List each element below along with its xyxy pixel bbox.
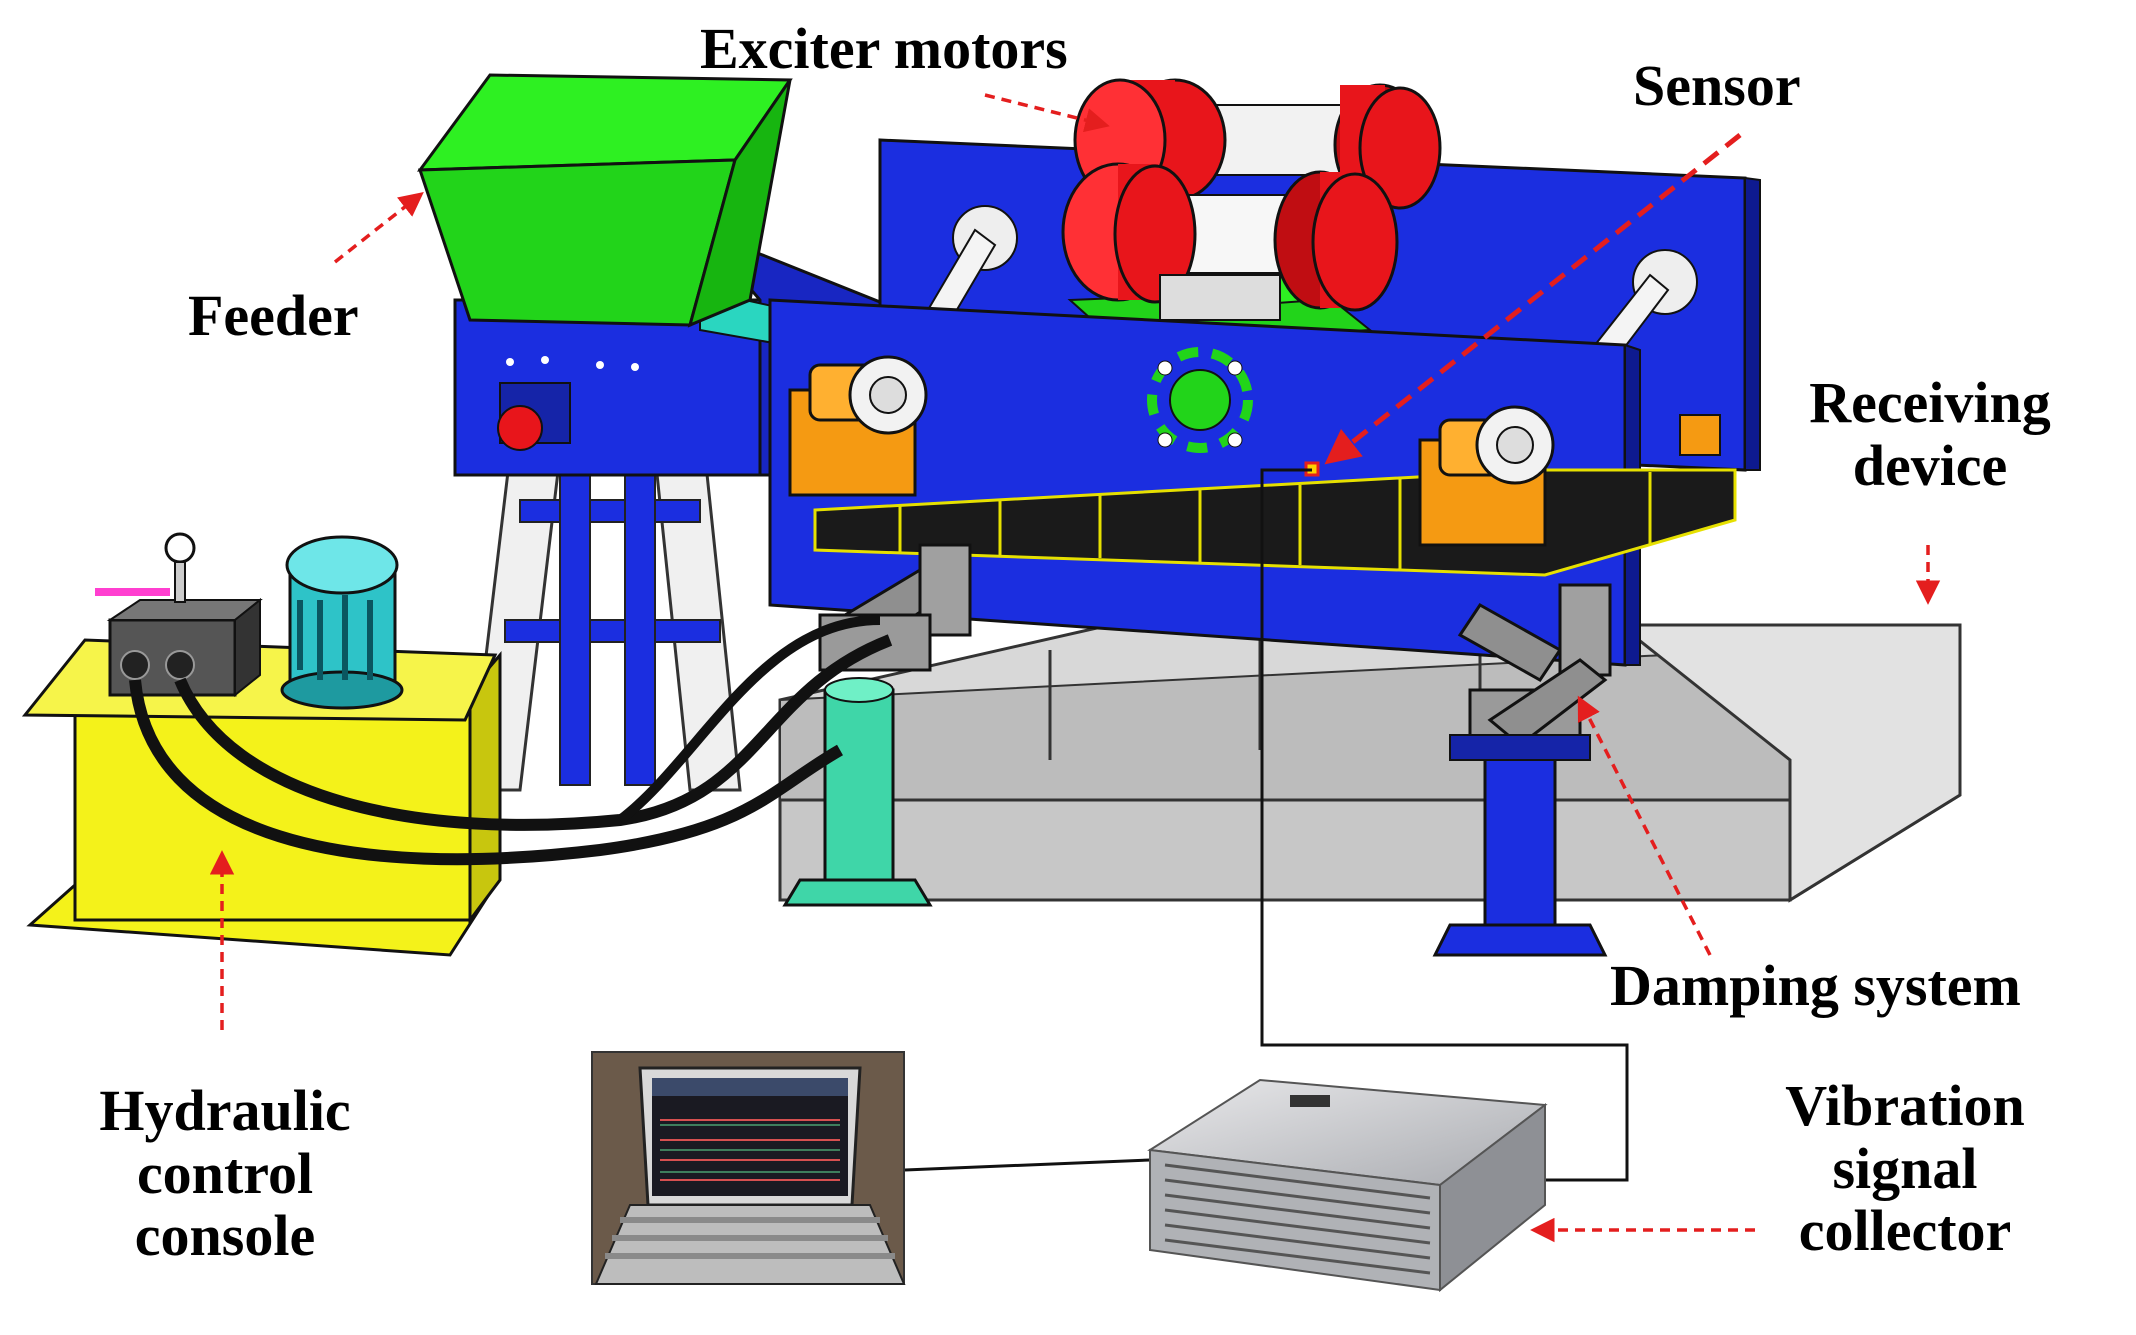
label-vibration-signal-collector: Vibration signal collector	[1735, 1073, 2075, 1264]
label-hydraulic-control-console: Hydraulic control console	[40, 1078, 410, 1269]
label-feeder: Feeder	[188, 283, 359, 348]
laptop-photo	[591, 1051, 906, 1285]
arrow-damping-system	[1577, 695, 1712, 956]
label-collector-line-3: collector	[1798, 1198, 2012, 1264]
label-hydraulic-line-1: Hydraulic	[99, 1078, 351, 1143]
label-collector-line-1: Vibration	[1785, 1073, 2025, 1138]
signal-cables	[904, 468, 1629, 1182]
label-receiving-device: Receiving device	[1770, 370, 2090, 498]
support-cylinder	[782, 677, 933, 907]
vibration-signal-collector	[1147, 1078, 1548, 1293]
label-receiving-device-line-1: Receiving	[1809, 370, 2051, 435]
label-receiving-device-line-2: device	[1852, 432, 2008, 498]
receiving-device	[778, 623, 1962, 903]
arrow-feeder	[333, 191, 424, 264]
arrow-sensor	[1324, 133, 1742, 465]
support-pillar	[1432, 734, 1608, 957]
arrow-exciter-motors	[984, 93, 1110, 133]
callout-arrows	[209, 93, 1941, 1243]
screen-front-plate	[768, 298, 1737, 667]
hydraulic-control-console	[21, 532, 893, 957]
label-sensor: Sensor	[1633, 53, 1801, 118]
label-damping-system: Damping system	[1610, 953, 2021, 1018]
label-hydraulic-line-3: console	[134, 1203, 316, 1269]
exciter-motors	[1061, 78, 1442, 347]
label-collector-line-2: signal	[1832, 1135, 1978, 1201]
label-hydraulic-line-2: control	[136, 1140, 314, 1206]
label-exciter-motors: Exciter motors	[700, 16, 1068, 81]
